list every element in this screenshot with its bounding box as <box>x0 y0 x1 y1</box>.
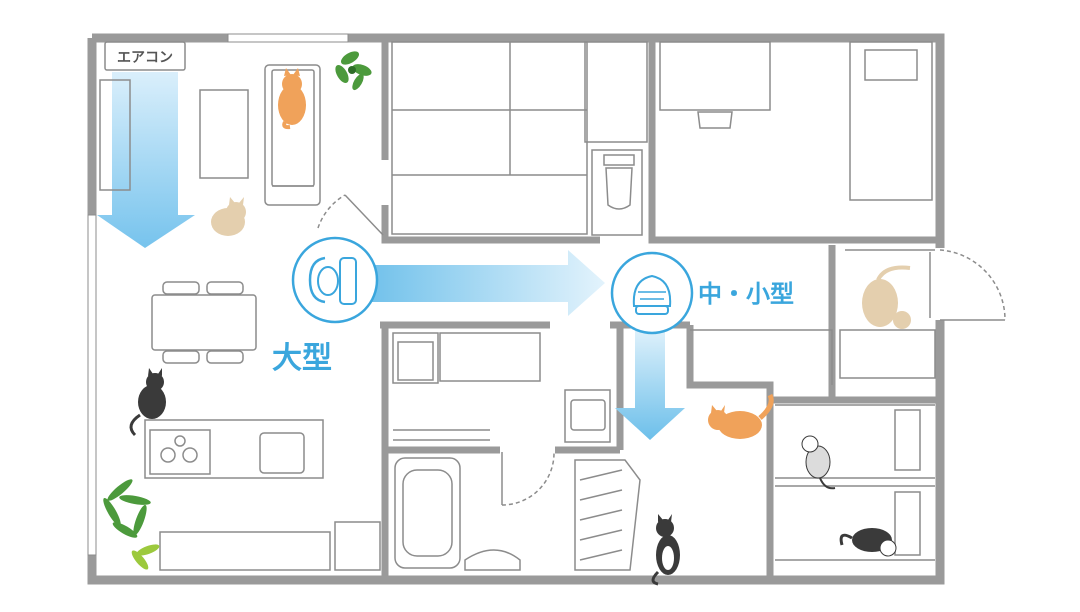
cat-icon <box>708 393 774 439</box>
small-circulator-fan-icon <box>610 251 694 335</box>
plant-icon <box>335 51 372 91</box>
small-fan-label: 中・小型 <box>698 280 794 308</box>
aircon-airflow-arrow <box>97 72 195 248</box>
stairs <box>574 459 641 571</box>
storage-lines <box>690 249 936 561</box>
kitchen-counter <box>144 419 381 571</box>
tatami-room <box>391 41 588 235</box>
sofa <box>264 64 321 206</box>
cat-icon <box>651 514 680 586</box>
cat-icon <box>862 265 911 329</box>
cat-icon <box>211 197 246 236</box>
top-window <box>227 33 349 43</box>
tv-stand <box>99 79 131 191</box>
plant-icon <box>103 479 160 570</box>
toilet <box>584 41 648 236</box>
laundry-area <box>392 332 611 443</box>
coffee-table <box>199 89 249 179</box>
living-door <box>317 194 384 236</box>
left-window <box>87 214 97 556</box>
bathtub <box>394 457 461 569</box>
entrance-door <box>929 249 1006 321</box>
cat-icon <box>839 528 897 557</box>
cat-icon <box>278 68 306 130</box>
bedroom-furniture <box>659 41 933 201</box>
aircon-unit: エアコン <box>104 41 186 71</box>
outer-walls <box>87 33 945 585</box>
cat-icon <box>129 368 166 437</box>
cat-icon <box>801 435 836 490</box>
large-fan-label: 大型 <box>272 341 332 376</box>
dining-table <box>151 281 257 364</box>
small-fan-airflow-arrow <box>615 325 685 440</box>
bath-door <box>464 451 555 571</box>
large-fan-airflow-arrow <box>358 250 605 316</box>
aircon-label: エアコン <box>117 50 173 66</box>
large-circulator-fan-icon <box>291 236 379 324</box>
